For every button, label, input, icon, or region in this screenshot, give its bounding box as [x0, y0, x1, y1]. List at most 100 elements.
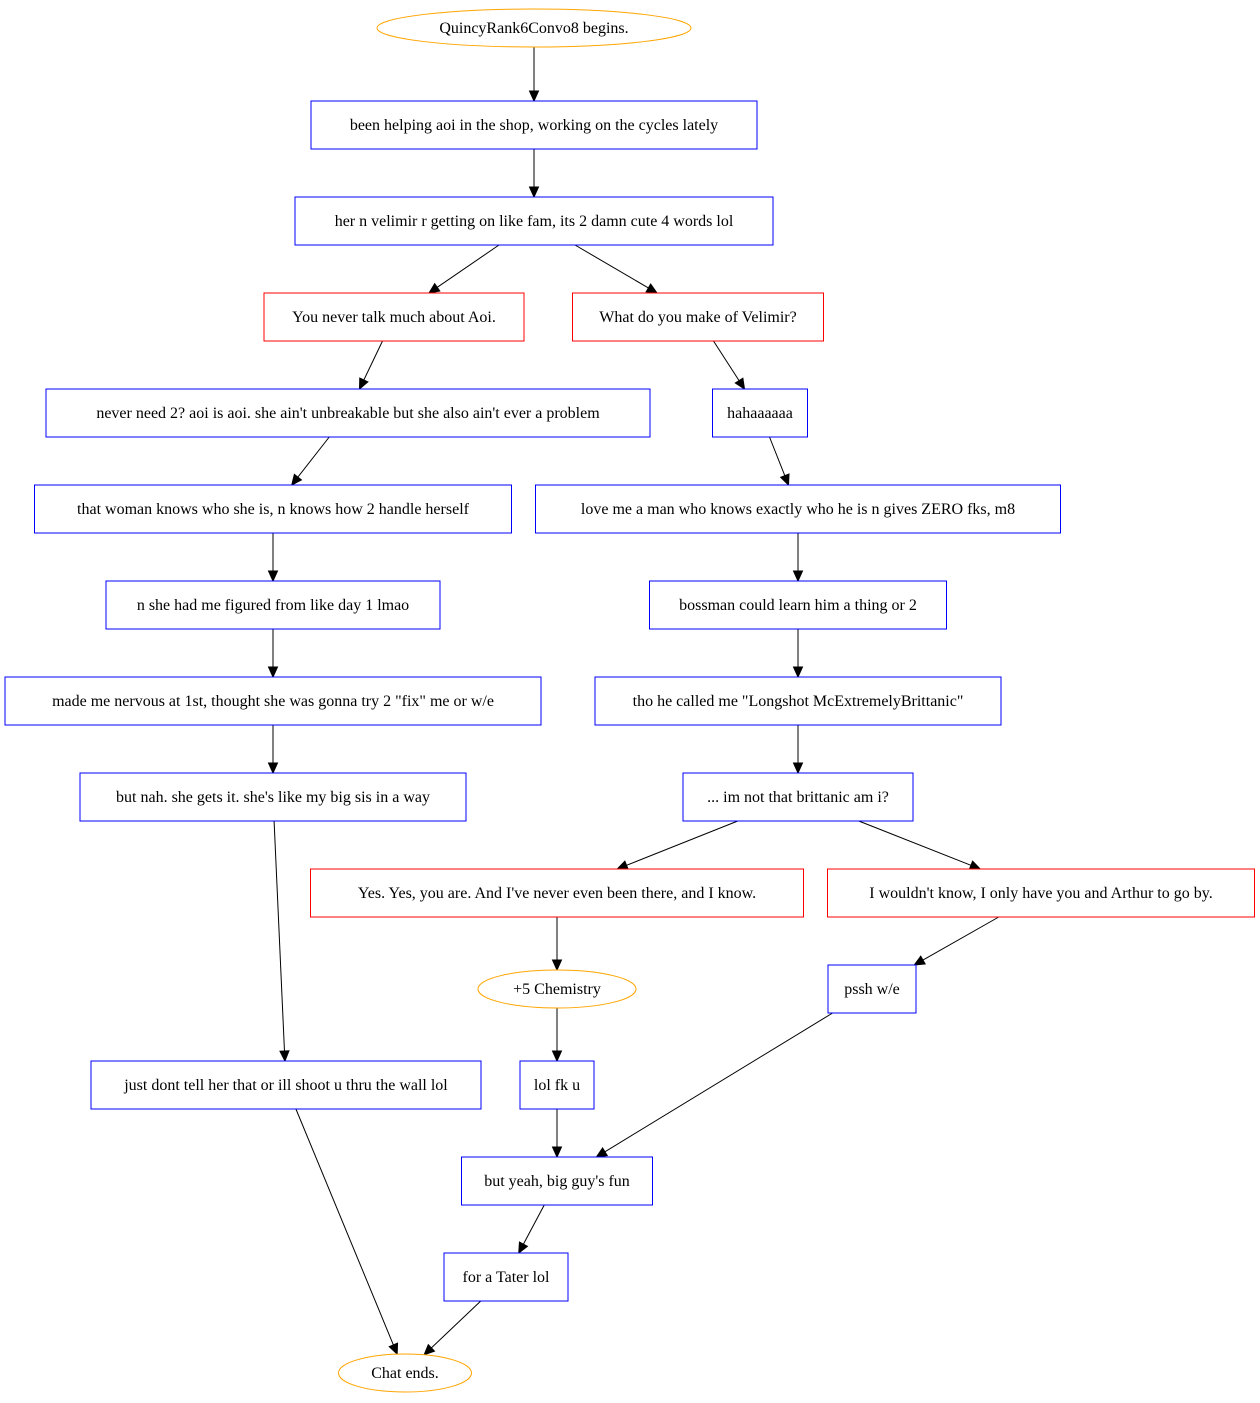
arrowhead [267, 570, 279, 583]
node-label: love me a man who knows exactly who he i… [581, 501, 1015, 518]
arrowhead [968, 860, 982, 871]
edge-line [273, 820, 285, 1052]
edge-a4-to-a5 [267, 725, 279, 775]
edge-line [713, 340, 740, 381]
edge-line [297, 436, 330, 478]
choice-box [263, 292, 525, 342]
edge-a6-to-end [295, 1108, 399, 1356]
node-a1: never need 2? aoi is aoi. she ain't unbr… [45, 388, 651, 438]
node-label: for a Tater lol [463, 1269, 551, 1286]
edge-start-to-n1 [528, 47, 540, 103]
node-v4: tho he called me "Longshot McExtremelyBr… [594, 676, 1002, 726]
node-label: but nah. she gets it. she's like my big … [116, 789, 430, 806]
arrowhead [528, 90, 540, 103]
choice-box [310, 868, 804, 918]
edge-line [431, 1300, 482, 1349]
node-e1: +5 Chemistry [477, 969, 637, 1009]
node-c2: What do you make of Velimir? [572, 292, 824, 342]
dialogue-box [649, 580, 947, 630]
edge-c1-to-a1 [358, 340, 383, 391]
edge-v2-to-v3 [792, 533, 804, 583]
node-a2: that woman knows who she is, n knows how… [34, 484, 512, 534]
dialogue-box [45, 388, 651, 438]
edge-n2-to-c1 [427, 244, 500, 294]
node-c1: You never talk much about Aoi. [263, 292, 525, 342]
arrowhead [267, 762, 279, 775]
edge-v1-to-v2 [769, 436, 790, 487]
edge-c2-to-v1 [713, 340, 746, 391]
node-r1: pssh w/e [827, 964, 917, 1014]
edge-r1-to-m1 [595, 1012, 833, 1158]
node-label: ... im not that brittanic am i? [707, 789, 889, 806]
node-label: bossman could learn him a thing or 2 [679, 597, 917, 614]
edge-m1-to-m2 [518, 1204, 545, 1255]
arrowhead [267, 666, 279, 679]
node-label: I wouldn't know, I only have you and Art… [869, 885, 1212, 902]
dialogue-box [827, 964, 917, 1014]
node-v5: ... im not that brittanic am i? [682, 772, 914, 822]
node-label: QuincyRank6Convo8 begins. [439, 20, 628, 37]
dialogue-box [535, 484, 1061, 534]
node-start: QuincyRank6Convo8 begins. [376, 8, 692, 48]
edge-line [363, 340, 383, 381]
arrowhead [645, 283, 659, 294]
node-label: You never talk much about Aoi. [292, 309, 496, 326]
node-m2: for a Tater lol [443, 1252, 569, 1302]
edge-line [574, 244, 649, 289]
arrowhead [551, 959, 563, 972]
node-label: her n velimir r getting on like fam, its… [335, 213, 734, 230]
dialogue-box [79, 772, 467, 822]
arrowhead [528, 186, 540, 199]
arrowhead [792, 666, 804, 679]
arrowhead [427, 282, 441, 294]
edge-line [604, 1012, 833, 1153]
dialogue-box [519, 1060, 595, 1110]
arrowhead [279, 1050, 290, 1063]
edge-a3-to-a4 [267, 629, 279, 679]
edge-line [626, 820, 738, 866]
node-n2: her n velimir r getting on like fam, its… [294, 196, 774, 246]
event-ellipse [338, 1353, 472, 1393]
event-ellipse [376, 8, 692, 48]
arrowhead [423, 1343, 436, 1356]
edge-v4-to-v5 [792, 725, 804, 775]
node-label: never need 2? aoi is aoi. she ain't unbr… [96, 405, 600, 422]
node-a4: made me nervous at 1st, thought she was … [4, 676, 542, 726]
arrowhead [388, 1342, 399, 1356]
dialogue-box [34, 484, 512, 534]
edge-c3-to-e1 [551, 917, 563, 972]
edge-line [769, 436, 786, 476]
dialogue-box [443, 1252, 569, 1302]
node-a6: just dont tell her that or ill shoot u t… [90, 1060, 482, 1110]
arrowhead [913, 955, 926, 966]
edge-n1-to-n2 [528, 149, 540, 199]
edge-line [522, 1204, 545, 1245]
node-label: just dont tell her that or ill shoot u t… [123, 1077, 448, 1094]
edges-layer [267, 47, 999, 1356]
node-label: pssh w/e [844, 981, 900, 998]
edge-line [858, 820, 972, 866]
nodes-layer: QuincyRank6Convo8 begins.been helping ao… [4, 8, 1255, 1393]
edge-a5-to-a6 [273, 820, 290, 1063]
node-a3: n she had me figured from like day 1 lma… [105, 580, 441, 630]
dialogue-box [105, 580, 441, 630]
edge-line [295, 1108, 394, 1346]
node-label: Yes. Yes, you are. And I've never even b… [358, 885, 756, 902]
edge-line [922, 916, 999, 961]
arrowhead [616, 860, 629, 871]
arrowhead [290, 473, 303, 486]
edge-line [436, 244, 500, 288]
edge-v3-to-v4 [792, 629, 804, 679]
arrowhead [779, 473, 790, 487]
edge-m2-to-end [423, 1300, 482, 1356]
edge-c4-to-r1 [913, 916, 999, 966]
edge-v5-to-c3 [616, 820, 738, 871]
edge-a2-to-a3 [267, 533, 279, 583]
node-label: Chat ends. [371, 1365, 439, 1382]
node-c4: I wouldn't know, I only have you and Art… [827, 868, 1255, 918]
node-c3: Yes. Yes, you are. And I've never even b… [310, 868, 804, 918]
node-v3: bossman could learn him a thing or 2 [649, 580, 947, 630]
node-label: made me nervous at 1st, thought she was … [52, 693, 494, 710]
node-m1: but yeah, big guy's fun [461, 1156, 653, 1206]
